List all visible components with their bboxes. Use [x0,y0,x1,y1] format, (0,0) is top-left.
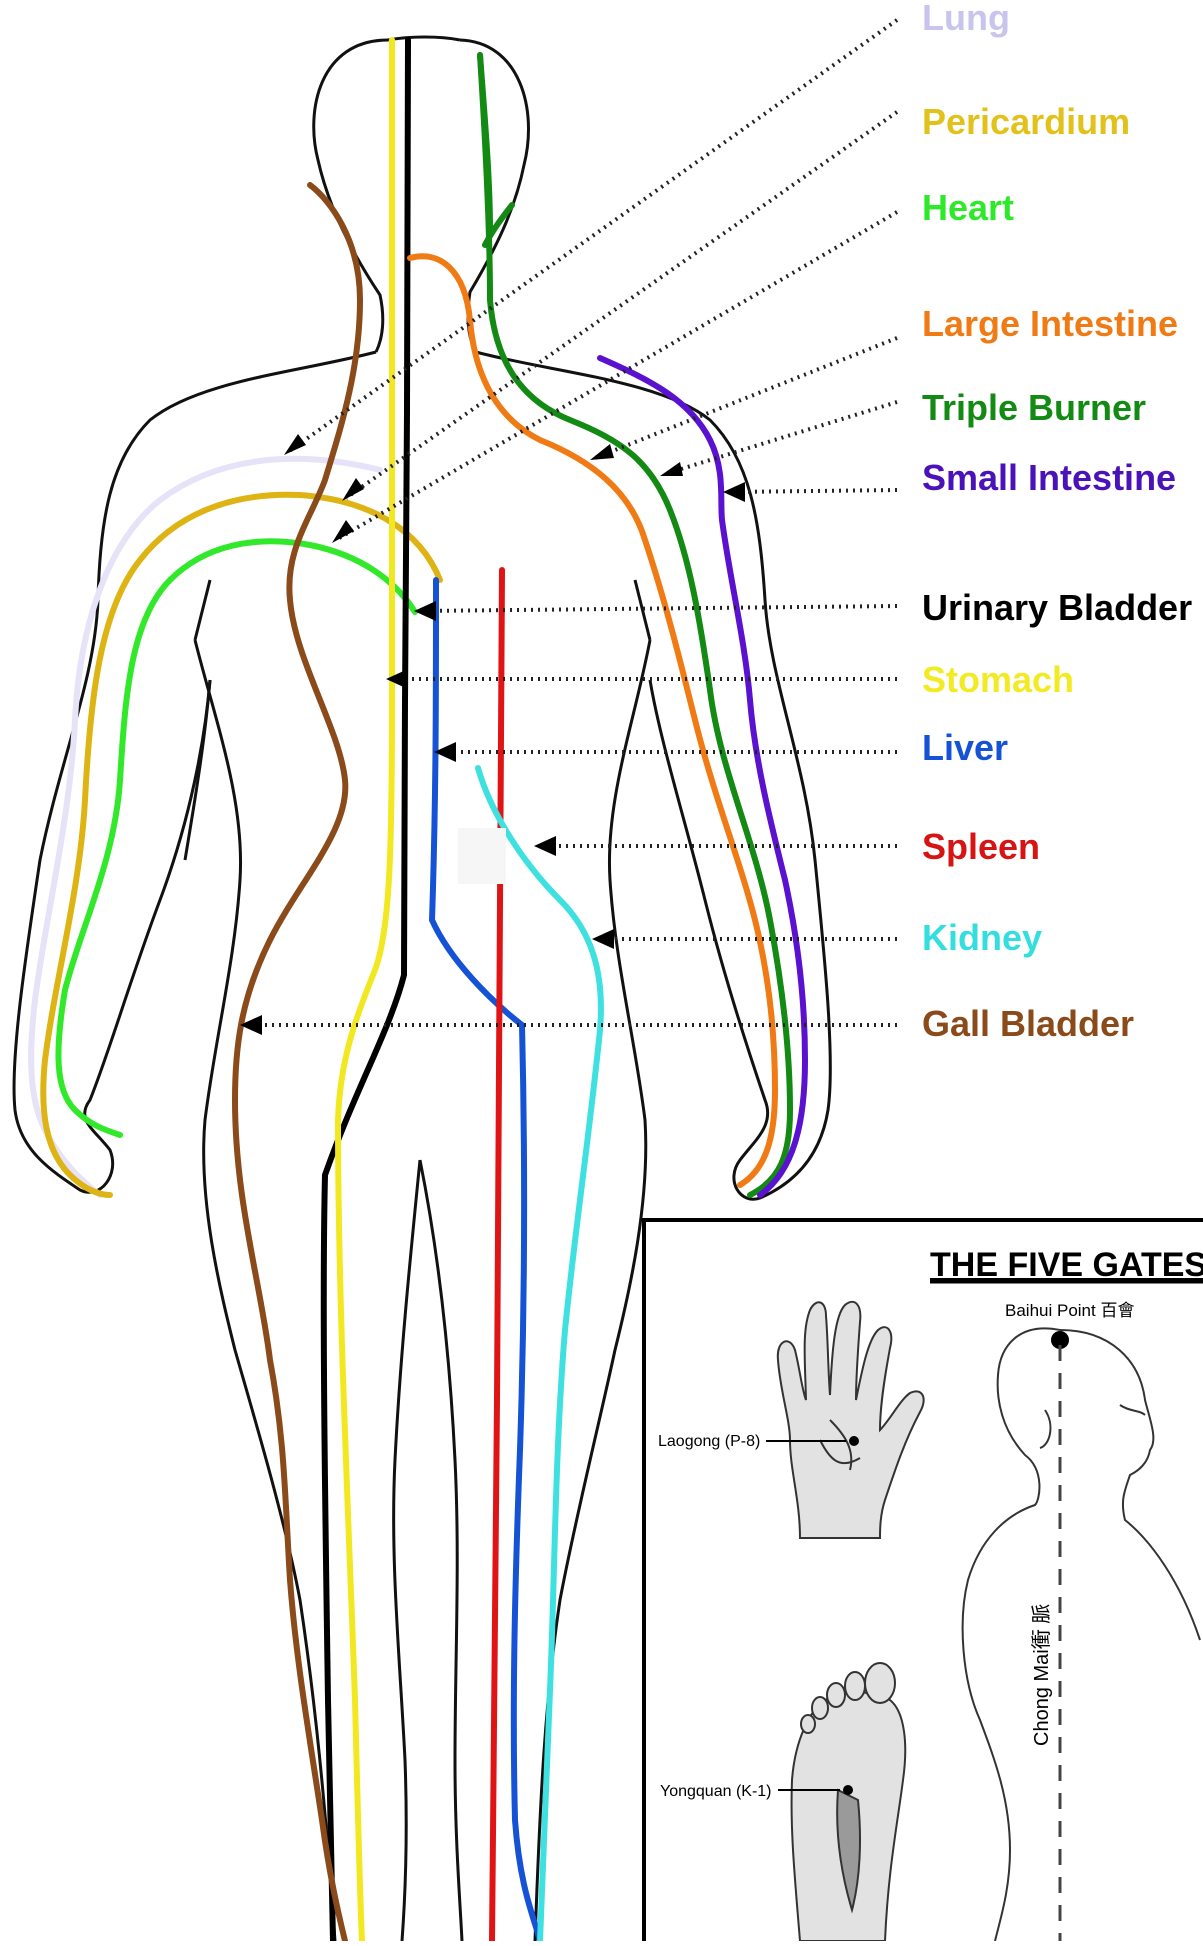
arrow-urinary-bladder [420,606,897,611]
label-gall-bladder: Gall Bladder [922,1003,1134,1044]
pericardium-meridian [43,495,440,1195]
arrowhead-lung [284,434,306,455]
arrow-heads [240,434,745,1035]
arrow-large-intestine [595,338,897,458]
arrowhead-large-intestine [590,444,614,460]
laogong-label: Laogong (P-8) [658,1433,760,1450]
yongquan-point [843,1785,853,1795]
label-small-intestine: Small Intestine [922,457,1176,498]
inset-title: THE FIVE GATES [930,1246,1203,1284]
label-triple-burner: Triple Burner [922,387,1146,428]
five-gates-inset: THE FIVE GATES Baihui Point 百會 Laogong (… [644,1220,1203,1941]
chong-mai-label: Chong Mai衝 脈 [1030,1604,1053,1746]
baihui-label: Baihui Point 百會 [1005,1301,1134,1320]
triple-burner-meridian [480,55,790,1195]
label-spleen: Spleen [922,826,1040,867]
arrow-small-intestine [730,490,897,492]
arrowhead-small-intestine [723,482,745,502]
arrowhead-spleen [534,836,556,856]
inset-frame [644,1220,1203,1941]
arrowhead-kidney [592,929,614,949]
spleen-meridian [492,570,502,1941]
label-lung: Lung [922,0,1010,38]
label-large-intestine: Large Intestine [922,303,1178,344]
label-liver: Liver [922,727,1008,768]
yongquan-label: Yongquan (K-1) [660,1783,772,1800]
label-kidney: Kidney [922,917,1042,958]
label-list: Lung Pericardium Heart Large Intestine T… [922,0,1192,1044]
label-pericardium: Pericardium [922,101,1130,142]
arrowhead-triple-burner [660,462,683,476]
label-heart: Heart [922,187,1014,228]
arrowhead-urinary-bladder [414,601,436,621]
label-urinary-bladder: Urinary Bladder [922,587,1192,628]
large-intestine-meridian [410,256,775,1185]
arrowhead-heart [332,520,354,543]
arrowhead-pericardium [342,478,364,501]
arrow-pericardium [346,112,897,498]
laogong-point [849,1436,859,1446]
arrow-lung [288,20,897,452]
label-stomach: Stomach [922,659,1074,700]
blank-patch [458,828,506,884]
